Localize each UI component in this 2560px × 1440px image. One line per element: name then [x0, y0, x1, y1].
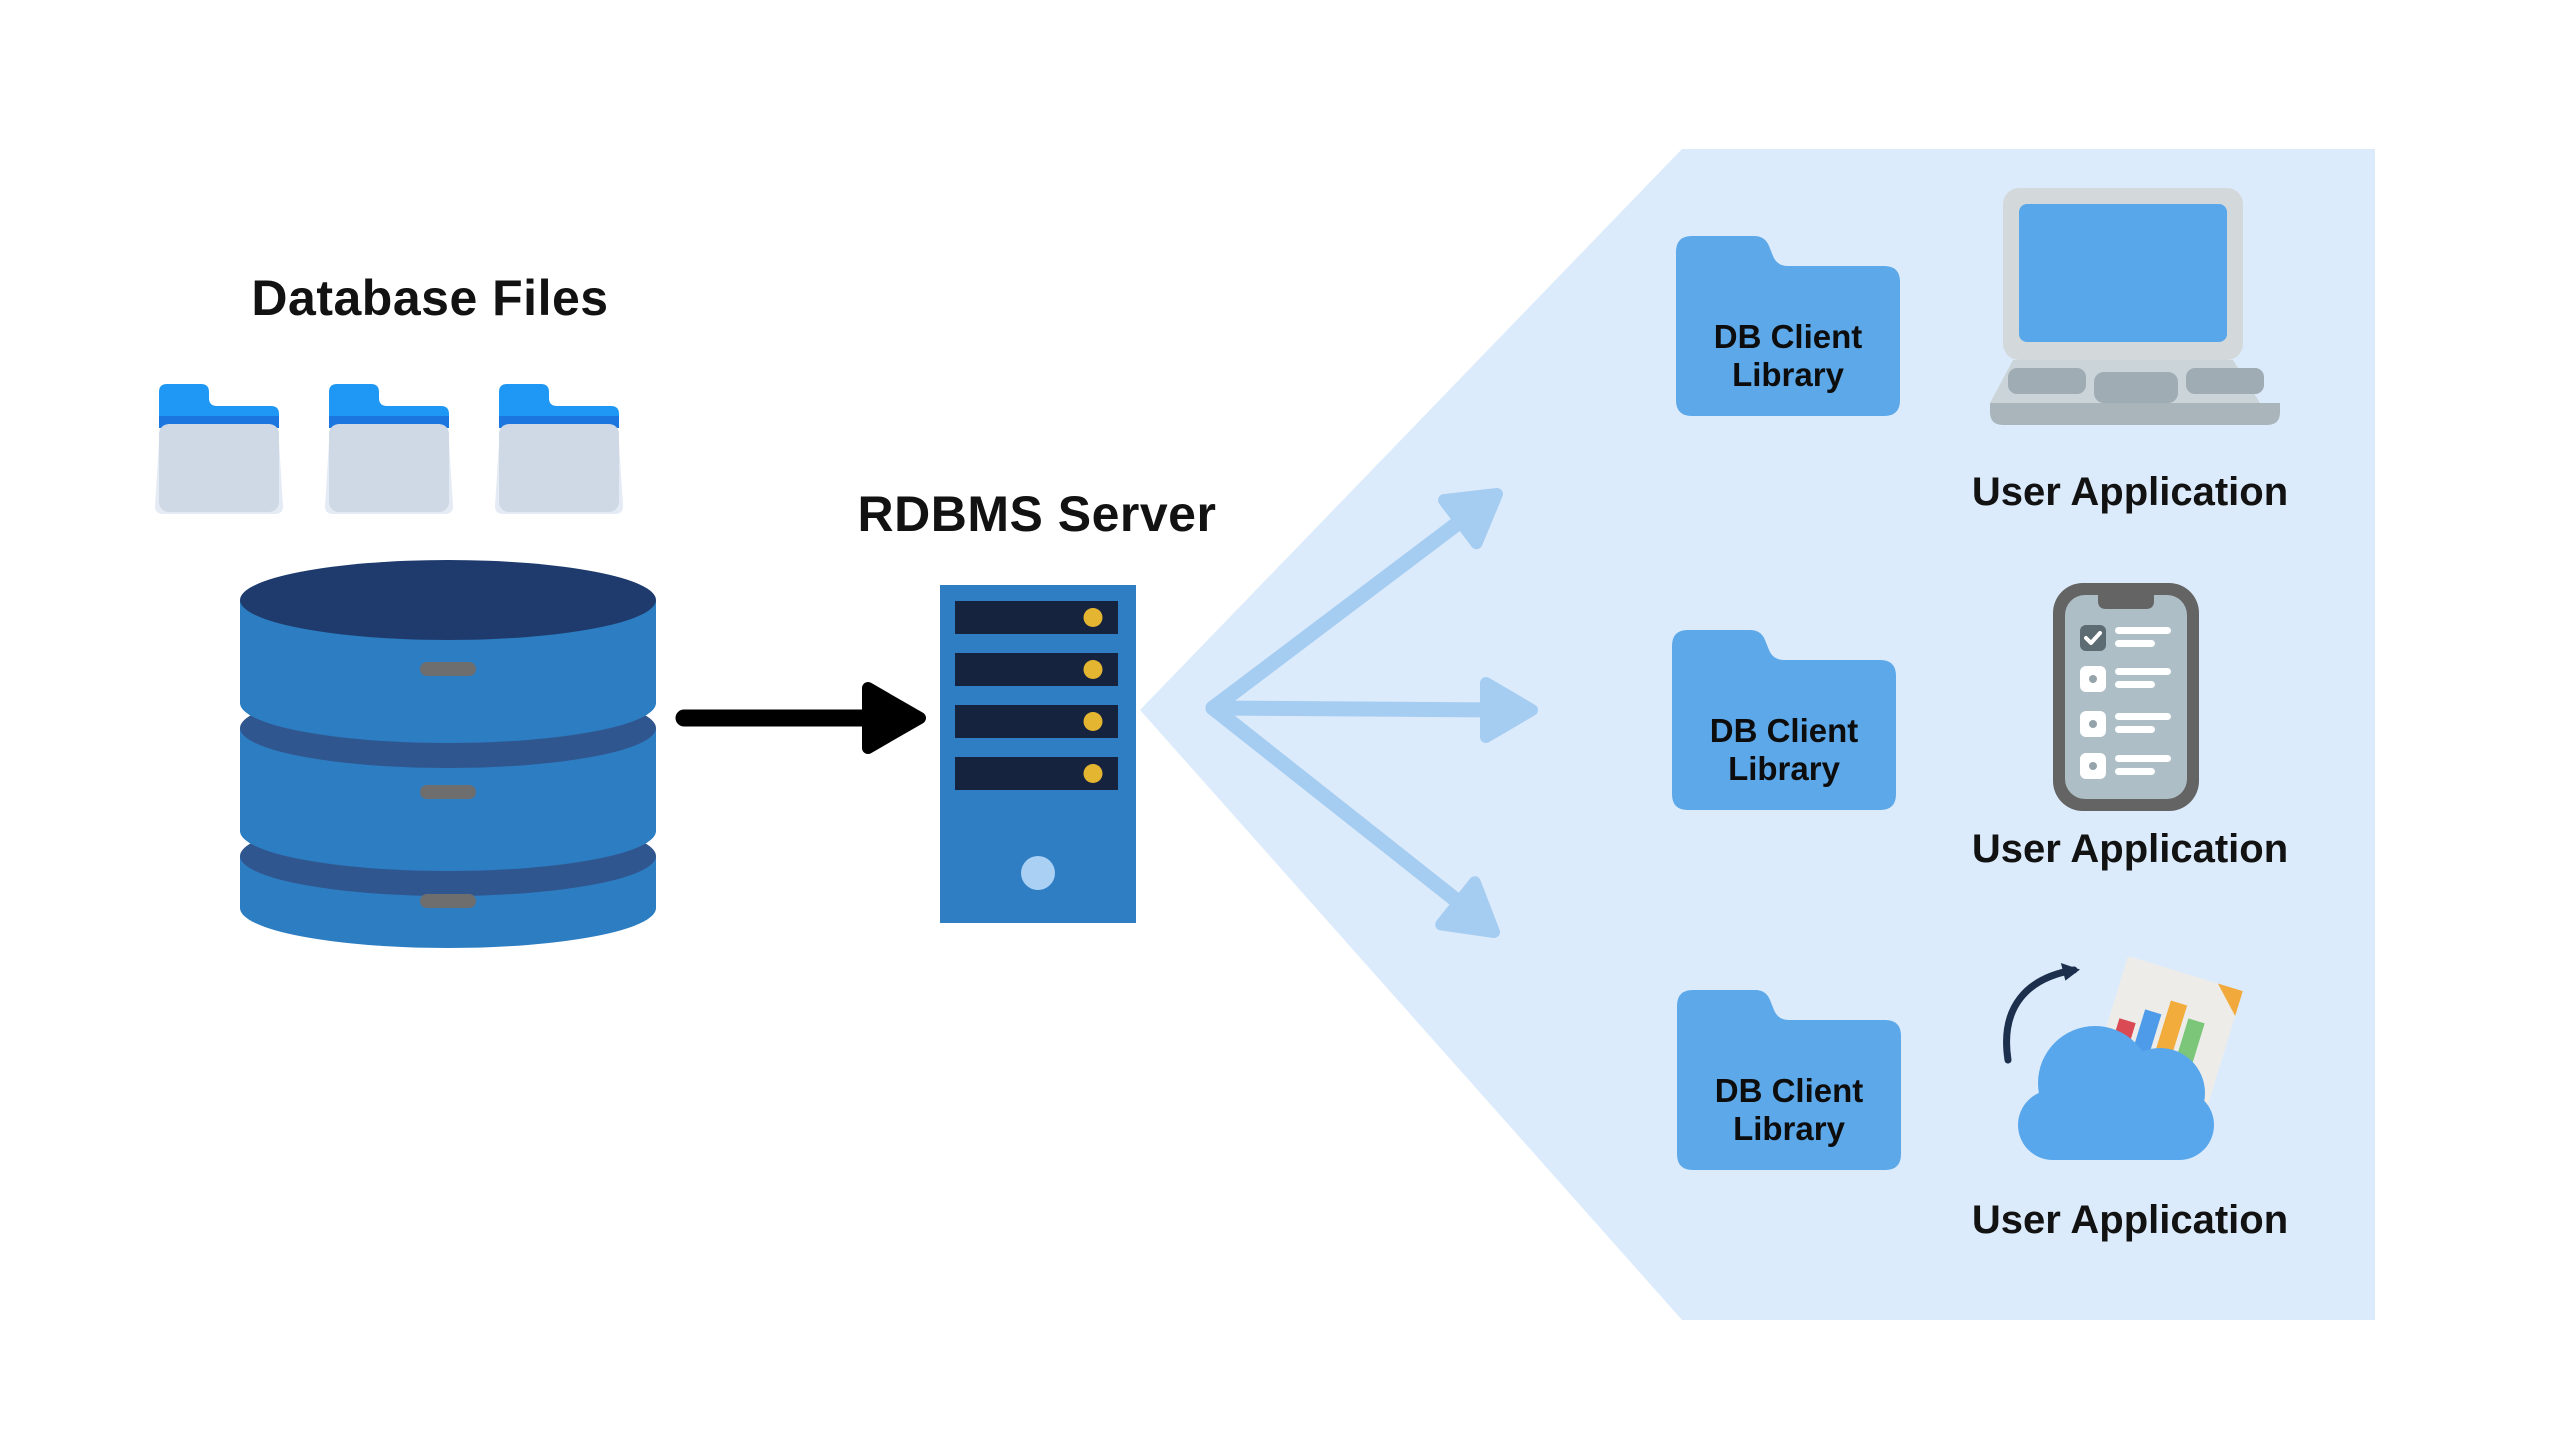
database-cylinder-icon	[240, 560, 656, 948]
db-client-library-label: DB Client Library	[1714, 1072, 1864, 1147]
fanout-arrows	[1205, 488, 1538, 938]
folder-icon	[155, 384, 283, 514]
database-file-folders	[155, 384, 623, 514]
checklist-rows	[2080, 625, 2171, 779]
smartphone-checklist-icon	[2053, 583, 2199, 811]
disk-handle-dashes	[420, 662, 476, 908]
user-application-label: User Application	[1971, 470, 2289, 514]
phone-notch	[2098, 595, 2154, 609]
cloud-shape	[2018, 1026, 2214, 1160]
db-client-library-folder-icon	[1672, 630, 1896, 810]
laptop-icon	[1990, 188, 2280, 425]
server-led-lights	[1083, 608, 1103, 783]
user-application-label: User Application	[1971, 1198, 2289, 1242]
db-client-library-label: DB Client Library	[1709, 712, 1859, 787]
rdbms-server-label: RDBMS Server	[857, 486, 1217, 542]
db-client-library-folder-icon	[1677, 990, 1901, 1170]
folder-icon	[495, 384, 623, 514]
arrow-right-icon	[1205, 700, 1504, 718]
curved-arrow-icon	[2003, 963, 2080, 1064]
arrow-right-icon	[675, 682, 926, 754]
database-files-title: Database Files	[251, 270, 609, 326]
folded-corner	[2217, 983, 2243, 1016]
db-client-library-label: DB Client Library	[1713, 318, 1863, 393]
db-client-library-folder-icon	[1676, 236, 1900, 416]
laptop-trackpad	[2094, 372, 2178, 403]
cloud-report-icon	[2003, 956, 2243, 1160]
arrow-down-right-icon	[1205, 700, 1474, 916]
laptop-screen	[2019, 204, 2227, 342]
user-application-label: User Application	[1971, 827, 2289, 871]
server-tower-icon	[940, 585, 1136, 923]
server-power-button	[1021, 856, 1055, 890]
folder-icon	[325, 384, 453, 514]
arrow-up-right-icon	[1205, 506, 1478, 716]
